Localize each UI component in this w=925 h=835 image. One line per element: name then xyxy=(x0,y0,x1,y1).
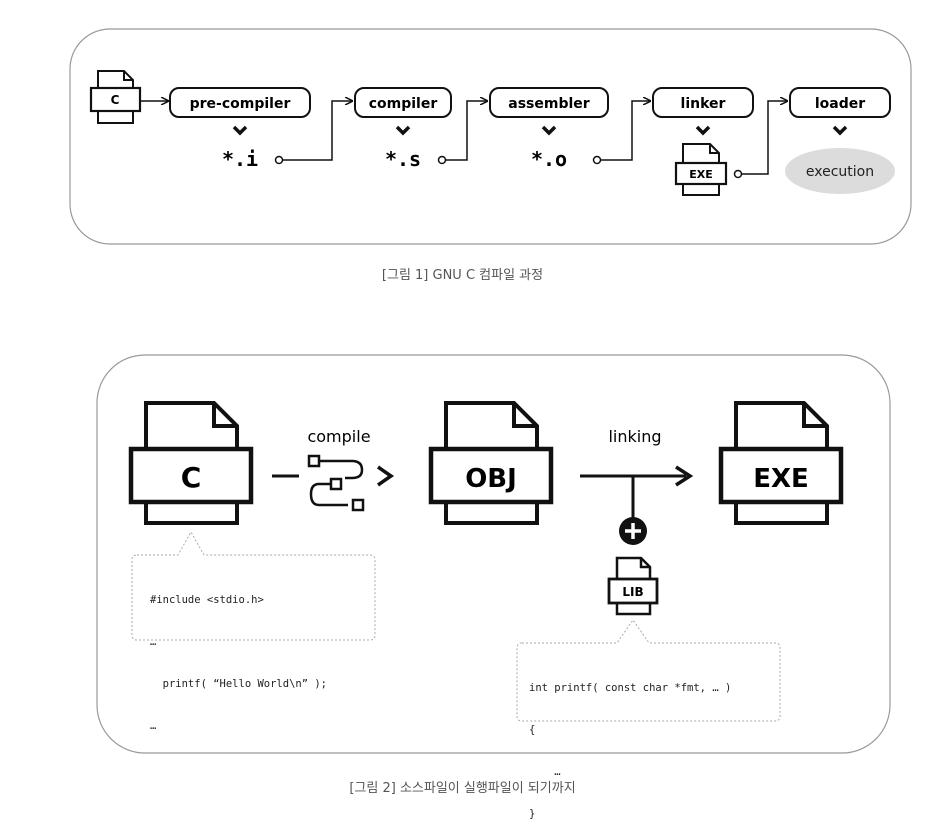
compile-flow-icon xyxy=(307,454,365,512)
code-line: #include <stdio.h> xyxy=(150,594,264,606)
stage-loader: loader xyxy=(789,87,891,118)
source-code-callout xyxy=(131,530,376,641)
exe-file-icon: EXE xyxy=(674,143,728,196)
code-line: printf( “Hello World\n” ); xyxy=(150,678,328,690)
figure1-caption: [그림 1] GNU C 컴파일 과정 xyxy=(381,268,544,283)
output-o: *.o xyxy=(531,147,567,171)
arrow-right-icon xyxy=(675,465,694,487)
connector-dot xyxy=(437,155,447,165)
pre-compiler-label: pre-compiler xyxy=(190,96,291,112)
obj-file-icon: OBJ xyxy=(428,401,554,525)
figure2-frame xyxy=(96,354,891,754)
connector-dot xyxy=(592,155,602,165)
code-line: … xyxy=(150,720,157,732)
assembler-label: assembler xyxy=(508,96,590,112)
execution-bubble xyxy=(785,148,895,194)
connector-dot xyxy=(274,155,284,165)
figure2-caption: [그림 2] 소스파일이 실행파일이 되기까지 xyxy=(349,781,576,796)
stage-linker: linker xyxy=(652,87,754,118)
linker-label: linker xyxy=(681,96,726,112)
code-line: { xyxy=(529,724,536,736)
code-line: … xyxy=(150,636,157,648)
chevron-down-icon xyxy=(832,125,848,136)
c-file-label: C xyxy=(111,93,120,107)
chevron-down-icon xyxy=(695,125,711,136)
code-line: } xyxy=(529,808,536,820)
lib-code-block: int printf( const char *fmt, … ) { … } xyxy=(529,653,731,835)
code-line: … xyxy=(529,766,561,778)
code-line: int printf( const char *fmt, … ) xyxy=(529,682,732,694)
lib-label: LIB xyxy=(622,585,643,599)
chevron-down-icon xyxy=(232,125,248,136)
loader-label: loader xyxy=(815,96,865,112)
exe-output-label: EXE xyxy=(753,464,809,494)
exe-label: EXE xyxy=(689,168,713,181)
lib-code-callout xyxy=(516,619,781,722)
execution-label: execution xyxy=(806,164,874,180)
compiler-label: compiler xyxy=(369,96,438,112)
chevron-down-icon xyxy=(395,125,411,136)
compile-label: compile xyxy=(307,427,370,446)
chevron-down-icon xyxy=(541,125,557,136)
source-code-block: #include <stdio.h> … printf( “Hello Worl… xyxy=(150,565,327,747)
figure1-frame xyxy=(69,28,912,245)
stage-pre-compiler: pre-compiler xyxy=(169,87,311,118)
stage-assembler: assembler xyxy=(489,87,609,118)
linking-label: linking xyxy=(608,427,661,446)
lib-file-icon: LIB xyxy=(607,556,659,616)
plus-icon xyxy=(619,517,647,545)
obj-label: OBJ xyxy=(465,464,517,494)
output-s: *.s xyxy=(385,147,421,171)
c-source-label: C xyxy=(181,461,202,494)
stage-compiler: compiler xyxy=(354,87,452,118)
connector-dot xyxy=(733,169,743,179)
c-file-icon: C xyxy=(89,70,142,124)
arrow-right-icon xyxy=(377,465,395,487)
exe-output-file-icon: EXE xyxy=(718,401,844,525)
c-source-file-icon: C xyxy=(128,401,254,525)
output-i: *.i xyxy=(222,147,258,171)
